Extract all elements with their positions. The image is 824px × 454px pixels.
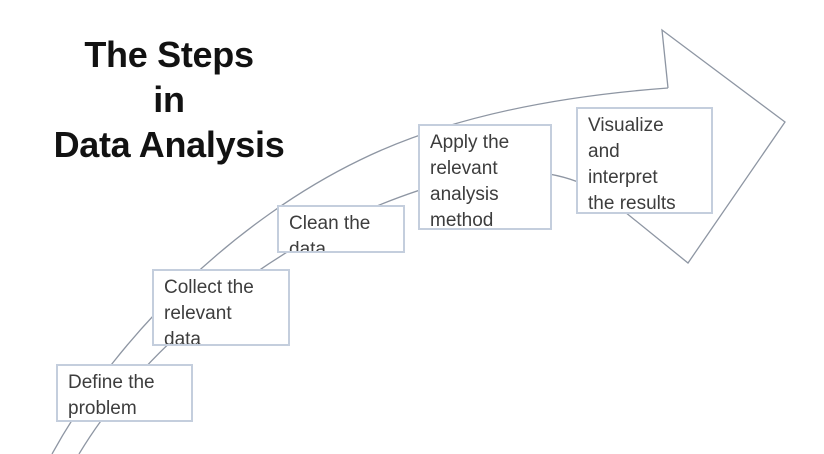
step-text-line: Collect the xyxy=(164,277,254,298)
title-line-2: in xyxy=(153,79,185,120)
step-text-line: and xyxy=(588,141,620,162)
page-title: The Steps in Data Analysis xyxy=(34,32,304,167)
step-text-line: Clean the xyxy=(289,213,371,234)
step-box-clean-the-data[interactable]: Clean the data xyxy=(277,205,405,253)
step-box-visualize-and-interpret-the-results[interactable]: Visualize and interpret the results xyxy=(576,107,713,214)
title-line-3: Data Analysis xyxy=(53,124,285,165)
step-text-line: the results xyxy=(588,193,676,214)
step-box-apply-the-relevant-analysis-method[interactable]: Apply the relevant analysis method xyxy=(418,124,552,230)
step-box-collect-the-relevant-data[interactable]: Collect the relevant data xyxy=(152,269,290,346)
step-text-line: Define the xyxy=(68,372,155,393)
step-text-line: relevant xyxy=(430,158,498,179)
step-text-line: data xyxy=(164,329,201,346)
step-text-line: problem xyxy=(68,398,137,419)
step-text-line: Visualize xyxy=(588,115,664,136)
step-text-line: relevant xyxy=(164,303,232,324)
title-line-1: The Steps xyxy=(84,34,254,75)
step-box-define-the-problem[interactable]: Define the problem xyxy=(56,364,193,422)
step-text-line: analysis xyxy=(430,184,499,205)
arrow-head xyxy=(624,28,786,264)
step-text-line: data xyxy=(289,239,326,253)
arrow-shaft-upper-edge xyxy=(51,87,669,454)
step-text-line: interpret xyxy=(588,167,658,188)
step-text-line: method xyxy=(430,210,494,230)
step-text-line: Apply the xyxy=(430,132,510,153)
